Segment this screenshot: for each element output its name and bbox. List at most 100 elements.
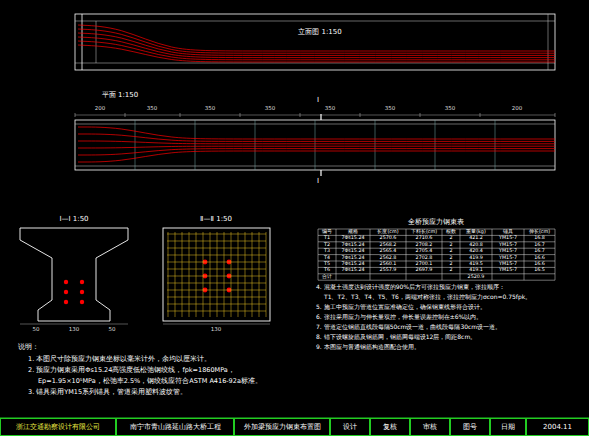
note: 7. 管道定位钢筋直线段每隔50cm设一道，曲线段每隔30cm设一道。 — [316, 324, 501, 330]
table-cell: 2562.8 — [380, 256, 397, 261]
tendon — [78, 146, 555, 148]
table-cell: YM15-7 — [499, 243, 517, 248]
table-cell: 锚具 — [503, 230, 513, 235]
title-text: 2004.11 — [543, 424, 572, 431]
table-grid — [318, 229, 555, 280]
rebar — [167, 248, 266, 249]
title-block-cell: 复核 — [370, 418, 410, 436]
duct — [64, 290, 68, 294]
dimension-tick — [300, 113, 301, 117]
dimension: 130 — [69, 327, 80, 333]
tendon-lines — [78, 25, 555, 62]
section-title: Ⅰ—Ⅰ 1:50 — [59, 216, 88, 223]
dimension: 350 — [385, 106, 396, 112]
dimension-tick — [555, 113, 556, 117]
table-cell: T3 — [324, 249, 330, 254]
title-block-cell: 设计 — [330, 418, 370, 436]
table-cell: 2710.6 — [416, 236, 433, 241]
table-cell: 2557.9 — [380, 268, 397, 273]
diaphragm — [315, 120, 316, 170]
table-cell: 长度(cm) — [377, 230, 398, 235]
table-rule — [406, 229, 407, 280]
table-cell: 2570.6 — [380, 236, 397, 241]
dimension: 200 — [95, 106, 106, 112]
rebar — [167, 290, 266, 291]
note: 3. 锚具采用YM15系列锚具，管道采用塑料波纹管。 — [28, 389, 187, 396]
dimension: 130 — [211, 327, 222, 333]
note: T1、T2、T3、T4、T5、T6，两端对称张拉，张拉控制应力σcon=0.75… — [324, 294, 531, 300]
table-cell: 2565.4 — [380, 249, 397, 254]
notes-heading: 说明： — [18, 344, 39, 351]
rebar — [167, 255, 266, 256]
table-cell: 重量(kg) — [466, 230, 486, 235]
title-block-cell: 图号 — [450, 418, 490, 436]
table-cell: T2 — [324, 243, 330, 248]
table-cell: 16.5 — [534, 268, 545, 273]
dimension-tick — [125, 113, 126, 117]
rebar — [167, 304, 266, 305]
rebar — [167, 262, 266, 263]
title-text: 南宁市青山路延山路大桥工程 — [130, 424, 221, 431]
note: Ep=1.95×10⁵MPa，松弛率2.5%，钢绞线应符合ASTM A416-9… — [38, 378, 262, 385]
table-cell: 合计 — [322, 275, 332, 280]
view-title: 立面图 1:150 — [296, 28, 343, 37]
tendon — [78, 45, 555, 62]
table-cell: 419.5 — [469, 262, 483, 267]
table-cell: 规格 — [348, 230, 358, 235]
rebar — [167, 269, 266, 270]
tendon — [78, 25, 555, 51]
title-block-cell: 外加梁预应力钢束布置图 — [234, 418, 330, 436]
diaphragm — [435, 120, 436, 170]
table-rule — [318, 273, 555, 274]
title-block-cell: 浙江交通勘察设计有限公司 — [0, 418, 116, 436]
section-title: Ⅱ—Ⅱ 1:50 — [200, 216, 232, 223]
title-text: 浙江交通勘察设计有限公司 — [16, 424, 100, 431]
table-cell: 2697.9 — [416, 268, 433, 273]
duct — [64, 280, 68, 284]
diaphragm — [375, 120, 376, 170]
tendon — [78, 41, 555, 60]
duct-dots — [64, 260, 232, 305]
dimension: 200 — [512, 106, 523, 112]
title-block-cell: 日期 — [490, 418, 526, 436]
table-cell: 2708.2 — [416, 243, 433, 248]
table-cell: 2 — [449, 249, 452, 254]
diaphragm-lines — [135, 120, 495, 170]
title-text: 日期 — [501, 424, 515, 431]
table-rule — [442, 229, 443, 280]
title-text: 外加梁预应力钢束布置图 — [244, 424, 321, 431]
title-text: 图号 — [463, 424, 477, 431]
view-title: 平面 1:150 — [102, 92, 138, 99]
title-text: 审核 — [423, 424, 437, 431]
title-block-cell: 审核 — [410, 418, 450, 436]
table-cell: YM15-7 — [499, 236, 517, 241]
section-one — [20, 228, 128, 324]
tendon-lines — [78, 127, 555, 162]
elevation-view — [75, 14, 555, 70]
note: 6. 张拉采用应力与伸长量双控，伸长量误差控制在±6%以内。 — [316, 314, 482, 320]
note: 9. 本图应与普通钢筋构造图配合使用。 — [316, 344, 420, 350]
dimension: 50 — [33, 327, 40, 333]
section-two — [163, 228, 270, 324]
table-cell: 2520.9 — [468, 275, 485, 280]
table-cell: T5 — [324, 262, 330, 267]
dimension: 50 — [109, 327, 116, 333]
dimension-tick — [420, 113, 421, 117]
note: 1. 本图尺寸除预应力钢束坐标以毫米计外，余均以厘米计。 — [28, 356, 211, 363]
table-cell: 2 — [449, 243, 452, 248]
table-cell: 420.4 — [469, 249, 483, 254]
table-cell: 2568.2 — [380, 243, 397, 248]
rebar — [167, 241, 266, 242]
dimension: 350 — [147, 106, 158, 112]
rebar — [167, 276, 266, 277]
table-rule — [318, 280, 555, 281]
dimension-tick — [360, 113, 361, 117]
table-cell: T1 — [324, 236, 330, 241]
title-text: 设计 — [343, 424, 357, 431]
table-cell: 16.7 — [534, 249, 545, 254]
table-cell: YM15-7 — [499, 256, 517, 261]
table-rule — [370, 229, 371, 280]
table-cell: 根数 — [446, 230, 456, 235]
table-cell: T6 — [324, 268, 330, 273]
table-cell: 2 — [449, 262, 452, 267]
